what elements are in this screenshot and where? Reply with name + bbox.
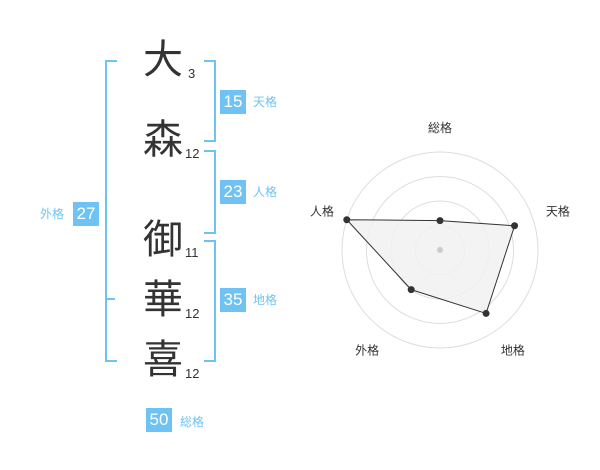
radar-axis-label-chi: 地格 [501, 342, 525, 357]
ten-bracket [204, 60, 216, 142]
jin-bracket [204, 150, 216, 234]
sou-value-badge: 50 [146, 408, 172, 432]
chi-value-badge: 35 [220, 288, 246, 312]
name-char-4: 華 [143, 277, 183, 323]
chi-label: 地格 [253, 293, 278, 307]
radar-data-point [482, 309, 490, 317]
radar-center-dot [437, 247, 443, 253]
name-char-3: 御 [143, 217, 183, 263]
name-char-1: 大 [143, 37, 183, 83]
radar-axis-label-gai: 外格 [355, 342, 379, 357]
radar-axis-label-sou: 総格 [428, 120, 452, 135]
name-char-5: 喜 [143, 337, 183, 383]
ten-value-badge: 15 [220, 90, 246, 114]
radar-data-point [343, 216, 351, 224]
stroke-count-1: 3 [188, 66, 196, 81]
gai-bracket [105, 60, 117, 362]
radar-data-point [511, 222, 519, 230]
name-char-2: 森 [143, 117, 183, 163]
stroke-count-5: 12 [185, 366, 200, 381]
chi-bracket [204, 240, 216, 362]
gai-value-badge: 27 [73, 202, 99, 226]
radar-grid-ring [341, 151, 539, 349]
jin-value-badge: 23 [220, 180, 246, 204]
stroke-count-2: 12 [185, 146, 200, 161]
radar-axis-label-jin: 人格 [310, 204, 334, 219]
radar-axis-label-ten: 天格 [546, 204, 570, 219]
gai-bracket-divider [105, 298, 115, 300]
radar-grid-ring [366, 176, 514, 324]
radar-data-point [436, 217, 444, 225]
stroke-count-3: 11 [185, 245, 199, 260]
stroke-count-4: 12 [185, 306, 200, 321]
radar-data-point [407, 286, 415, 294]
radar-shape [345, 219, 516, 315]
ten-label: 天格 [253, 95, 278, 109]
sou-label: 総格 [180, 415, 205, 429]
gai-label: 外格 [40, 207, 65, 221]
jin-label: 人格 [253, 185, 278, 199]
